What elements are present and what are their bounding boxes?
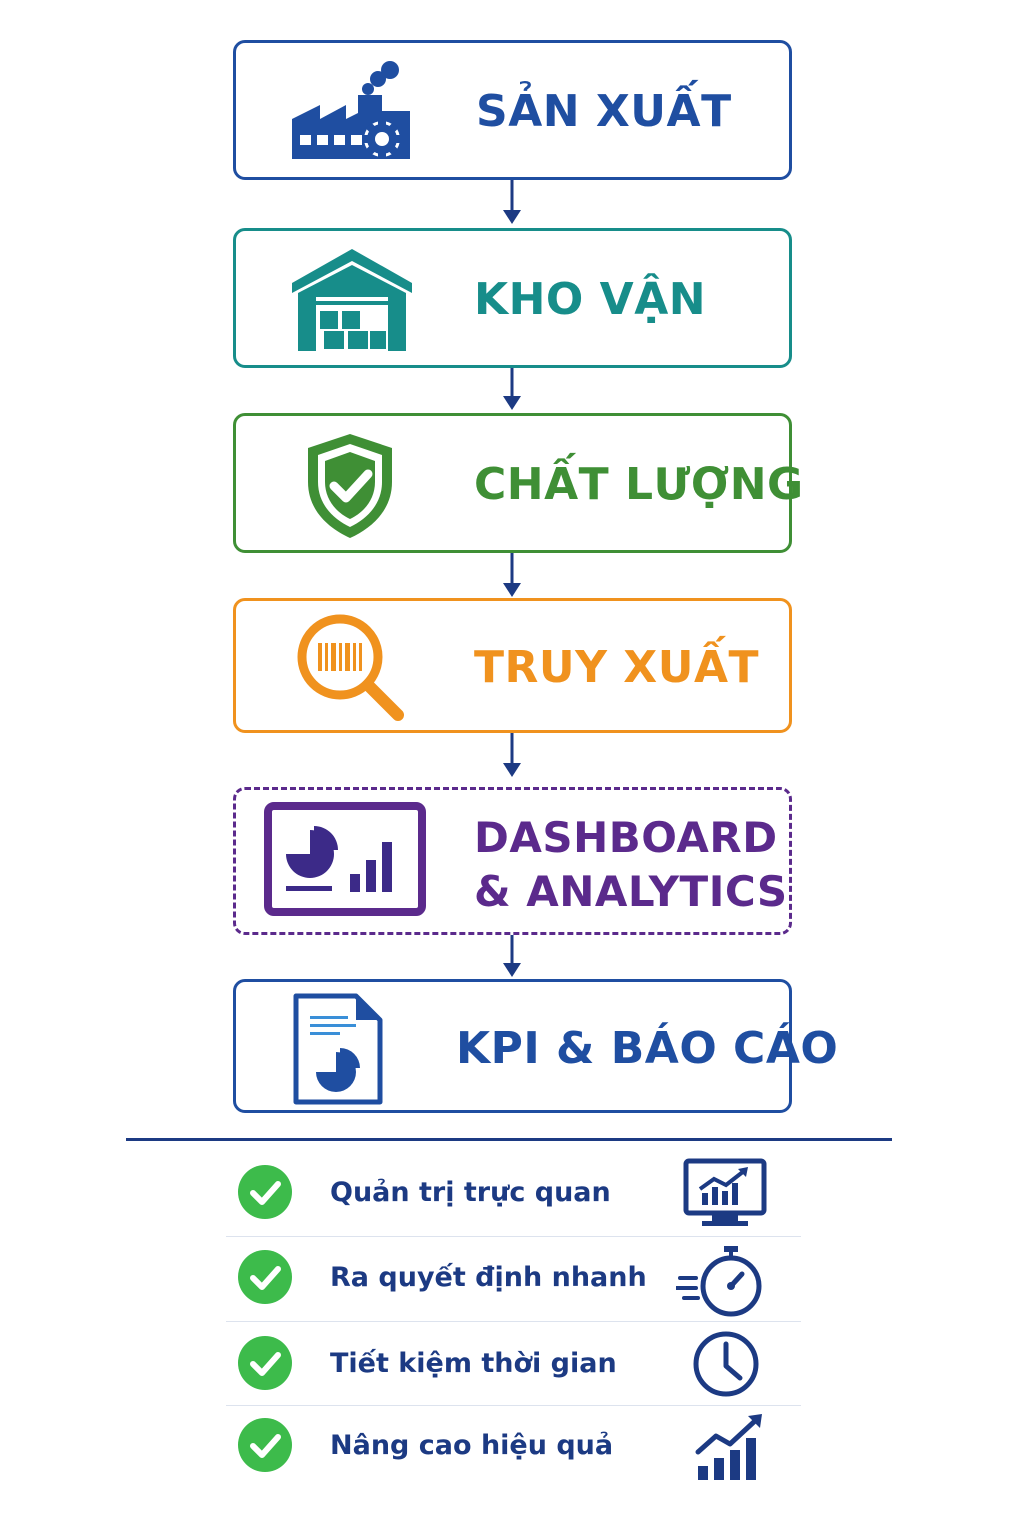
benefit-separator: [226, 1321, 801, 1322]
stage-kpi: KPI & BÁO CÁO: [233, 979, 838, 1113]
factory-icon: [292, 61, 410, 159]
stage-truy-xuat: TRUY XUẤT: [233, 598, 792, 733]
clock-icon: [693, 1331, 759, 1397]
flow-arrow: [503, 733, 521, 777]
warehouse-icon: [292, 249, 412, 351]
benefit-separator: [226, 1236, 801, 1237]
stage-label: TRUY XUẤT: [474, 642, 760, 693]
benefit-text: Nâng cao hiệu quả: [330, 1430, 614, 1461]
flow-arrow: [503, 368, 521, 410]
stage-label-line1: DASHBOARD: [474, 813, 778, 862]
barcode-search-icon: [297, 614, 404, 721]
check-circle-icon: [238, 1418, 292, 1472]
stopwatch-icon: [676, 1246, 762, 1317]
monitor-chart-icon: [683, 1158, 767, 1226]
benefit-row: Quản trị trực quan: [226, 1153, 801, 1237]
benefit-row: Tiết kiệm thời gian: [226, 1322, 801, 1406]
benefit-text: Tiết kiệm thời gian: [330, 1348, 617, 1379]
stage-label: CHẤT LƯỢNG: [474, 459, 804, 510]
benefit-text: Ra quyết định nhanh: [330, 1262, 647, 1293]
dashboard-chart-icon: [264, 802, 426, 916]
check-circle-icon: [238, 1165, 292, 1219]
benefit-text: Quản trị trực quan: [330, 1177, 611, 1208]
benefit-row: Nâng cao hiệu quả: [226, 1406, 801, 1490]
benefit-row: Ra quyết định nhanh: [226, 1238, 801, 1322]
flow-arrow: [503, 180, 521, 224]
section-divider: [126, 1138, 892, 1141]
report-document-icon: [293, 993, 383, 1105]
stage-label: SẢN XUẤT: [476, 86, 732, 137]
check-circle-icon: [238, 1250, 292, 1304]
stage-label-line2: & ANALYTICS: [474, 867, 788, 916]
flow-arrow: [503, 553, 521, 597]
stage-dashboard: DASHBOARD & ANALYTICS: [233, 787, 792, 935]
benefit-separator: [226, 1405, 801, 1406]
flow-arrow: [503, 935, 521, 977]
stage-label: KHO VẬN: [474, 274, 707, 325]
stage-chat-luong: CHẤT LƯỢNG: [233, 413, 803, 553]
growth-chart-icon: [695, 1414, 762, 1480]
check-circle-icon: [238, 1336, 292, 1390]
stage-san-xuat: SẢN XUẤT: [233, 40, 792, 180]
shield-check-icon: [308, 434, 392, 538]
stage-label: KPI & BÁO CÁO: [456, 1023, 839, 1074]
stage-kho-van: KHO VẬN: [233, 228, 792, 368]
